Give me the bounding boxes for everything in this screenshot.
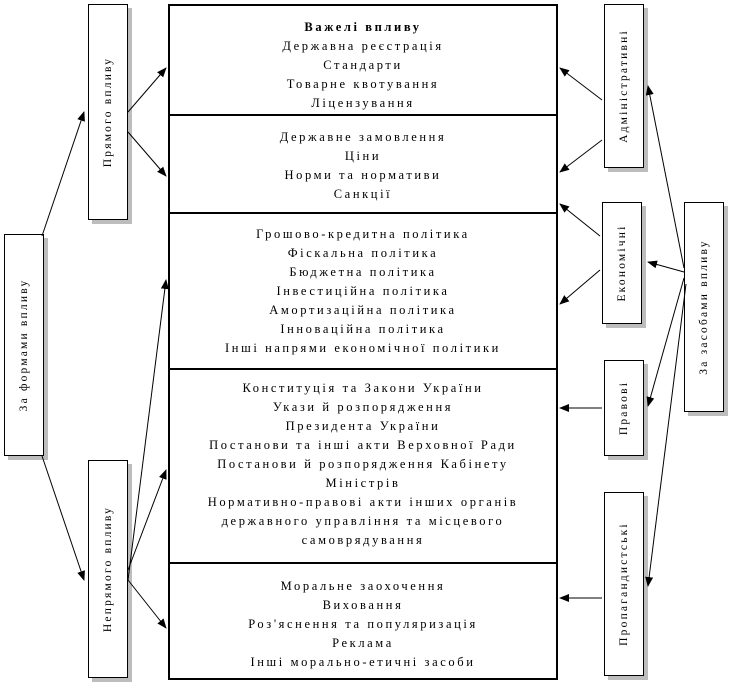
panel-line: державного управління та місцевого <box>221 514 505 528</box>
arrow-administrative-to-panel2 <box>559 139 603 173</box>
panel-line: самоврядування <box>301 533 425 547</box>
panel-line: Інші морально-етичні засоби <box>250 655 476 669</box>
panel-line: Постанови й розпорядження Кабінету <box>217 457 509 471</box>
arrow-indirect-to-panel4 <box>127 469 167 571</box>
panel-line: Реклама <box>332 636 394 650</box>
panel-line: Норми та нормативи <box>284 168 442 182</box>
arrow-indirect-to-panel3 <box>127 279 169 581</box>
economic-box: Економічні <box>602 202 642 324</box>
arrow-means-to-administrative <box>645 85 685 269</box>
panel-line: Президента України <box>285 419 441 433</box>
panel-line: Нормативно-правові акти інших органів <box>207 495 519 509</box>
arrow-direct-to-panel1 <box>127 67 167 113</box>
panel-line: Роз'яснення та популяризація <box>248 617 478 631</box>
arrow-forms-to-direct <box>41 111 85 237</box>
panel-levers: Важелі впливу Державна реєстрація Станда… <box>168 4 558 116</box>
panel-line: Ціни <box>344 149 382 163</box>
propaganda-box: Пропагандистські <box>604 492 644 676</box>
indirect-influence-box: Непрямого впливу <box>88 460 128 678</box>
panel-line: Державна реєстрація <box>282 39 444 53</box>
panel-line: Укази й розпорядження <box>272 400 454 414</box>
panel-line: Стандарти <box>323 58 403 72</box>
panel-line: Конституція та Закони України <box>242 381 484 395</box>
by-forms-box: За формами впливу <box>4 234 44 456</box>
panel-state-order: Державне замовлення Ціни Норми та нормат… <box>168 114 558 214</box>
arrow-economic-to-panel3b <box>559 269 601 305</box>
arrow-economic-to-panel3a <box>559 203 601 237</box>
panel-line: Товарне квотування <box>286 77 440 91</box>
panel-line: Моральне заохочення <box>280 579 446 593</box>
panel-line: Постанови та інші акти Верховної Ради <box>209 438 517 452</box>
panel-line: Грошово-кредитна політика <box>256 227 470 241</box>
panel-line: Виховання <box>322 598 404 612</box>
arrow-direct-to-panel2 <box>127 131 167 177</box>
arrow-means-to-propaganda <box>645 283 687 587</box>
legal-box: Правові <box>604 360 644 456</box>
arrow-means-to-economic <box>647 260 685 273</box>
arrow-means-to-legal <box>646 277 685 407</box>
panel-line: Ліцензування <box>311 96 415 110</box>
panel-line: Фіскальна політика <box>287 246 439 260</box>
arrow-forms-to-indirect <box>41 455 85 581</box>
panel-moral-means: Моральне заохочення Виховання Роз'ясненн… <box>168 562 558 680</box>
panel-line: Інноваційна політика <box>280 322 446 336</box>
panel-line: Міністрів <box>325 476 401 490</box>
panel-line: Інвестиційна політика <box>276 284 450 298</box>
by-means-box: За засобами впливу <box>684 202 724 412</box>
panel-line: Бюджетна політика <box>289 265 437 279</box>
arrow-indirect-to-panel5 <box>127 579 167 629</box>
panel-line: Санкції <box>333 187 393 201</box>
arrow-administrative-to-panel1 <box>559 67 603 101</box>
panel-title: Важелі впливу <box>304 20 422 34</box>
panel-line: Державне замовлення <box>279 130 447 144</box>
panel-line: Амортизаційна політика <box>269 303 457 317</box>
administrative-box: Адміністративні <box>604 4 644 168</box>
panel-line: Інші напрями економічної політики <box>225 341 501 355</box>
direct-influence-box: Прямого впливу <box>88 4 128 220</box>
panel-legal-acts: Конституція та Закони України Укази й ро… <box>168 368 558 564</box>
panel-economic-policy: Грошово-кредитна політика Фіскальна полі… <box>168 212 558 370</box>
